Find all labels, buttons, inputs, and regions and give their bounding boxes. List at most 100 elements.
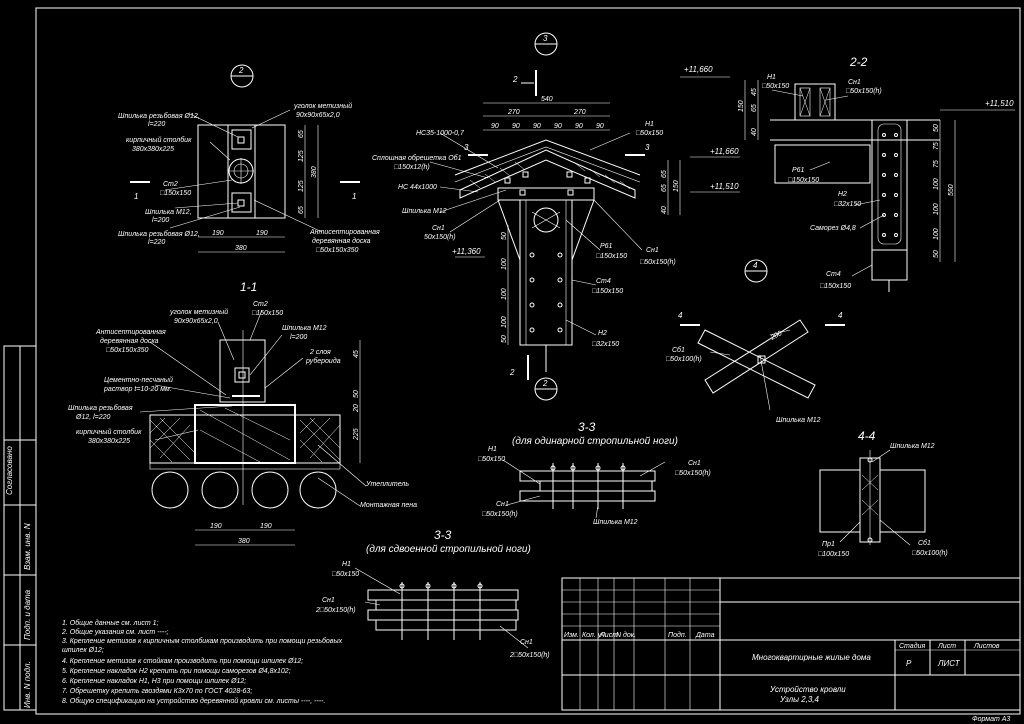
pillar-plan xyxy=(197,124,286,219)
tb-header-sign: Подп. xyxy=(668,631,687,639)
svg-text:l=200: l=200 xyxy=(290,334,307,341)
svg-text:□150x150: □150x150 xyxy=(788,177,819,184)
svg-text:90: 90 xyxy=(554,123,562,130)
tb-header-ndoc: N док. xyxy=(616,631,636,639)
node-3-label-n1: Н1 xyxy=(645,121,654,128)
svg-text:2□50x150(h): 2□50x150(h) xyxy=(315,607,356,614)
post-bolts xyxy=(529,252,563,333)
tb-title-2: Узлы 2,3,4 xyxy=(779,695,820,704)
node-2-label-stud-bot: Шпилька резьбовая Ø12, xyxy=(118,230,200,238)
node-3-ridge: 3 540 270 270 90 90 90 90 90 90 2 xyxy=(372,32,740,401)
section-2-2-level-660: +11,660 xyxy=(684,65,713,74)
tb-project: Многоквартирные жилые дома xyxy=(752,653,871,662)
node-2-cut-right: 1 xyxy=(352,192,356,201)
svg-text:□50x150(h): □50x150(h) xyxy=(640,259,676,266)
svg-text:3: 3 xyxy=(543,34,548,43)
svg-text:раствор t=10-20 мм.: раствор t=10-20 мм. xyxy=(103,386,172,393)
svg-text:□50x100(h): □50x100(h) xyxy=(912,550,948,557)
section-4-4-label-stud: Шпилька М12 xyxy=(890,443,935,450)
section-3-3a-label-stud: Шпилька М12 xyxy=(593,519,638,526)
tb-header-list: Лист xyxy=(599,632,618,639)
svg-text:□32x150: □32x150 xyxy=(592,341,619,348)
node-4-brace-b xyxy=(704,319,809,394)
note-8: 8. Общую спецификацию на устройство дере… xyxy=(62,697,325,705)
svg-text:50: 50 xyxy=(933,124,940,132)
svg-text:75: 75 xyxy=(933,160,940,168)
section-3-3a-subtitle: (для одинарной стропильной ноги) xyxy=(512,436,678,447)
svg-text:□100x150: □100x150 xyxy=(818,551,849,558)
section-2-2: 2-2 +11,660 +11,510 150 45 65 xyxy=(680,55,1015,292)
node-2-label-board: Антисептированная xyxy=(309,229,380,236)
svg-text:3: 3 xyxy=(645,143,650,152)
section-3-3b-subtitle: (для сдвоенной стропильной ноги) xyxy=(366,544,531,555)
svg-text:90: 90 xyxy=(491,123,499,130)
note-1: 1. Общие данные см. лист 1; xyxy=(62,619,159,627)
svg-text:125: 125 xyxy=(298,150,305,162)
node-2-label-angle: уголок метизный xyxy=(293,102,352,110)
svg-text:50: 50 xyxy=(933,250,940,258)
post-st4 xyxy=(519,199,573,346)
section-2-2-title: 2-2 xyxy=(849,55,868,69)
svg-text:рубероида: рубероида xyxy=(305,357,341,365)
tb-header-izm: Изм. xyxy=(564,632,579,639)
section-1-1-label-st2: Ст2 xyxy=(253,301,268,308)
title-block: Изм. Кол. уч. Лист N док. Подп. Дата Мно… xyxy=(561,577,1021,711)
section-1-1-title: 1-1 xyxy=(240,280,257,294)
svg-text:45: 45 xyxy=(353,350,360,358)
section-3-3b-label-n1: Н1 xyxy=(342,561,351,568)
svg-text:65: 65 xyxy=(298,130,305,138)
svg-text:2: 2 xyxy=(542,379,548,388)
svg-text:40: 40 xyxy=(661,206,668,214)
node-4-label-sb1: Сб1 xyxy=(672,346,685,354)
section-3-3b-title: 3-3 xyxy=(434,528,452,542)
section-2-2-top-block xyxy=(794,83,836,121)
svg-text:100: 100 xyxy=(933,203,940,215)
svg-text:50x150(h): 50x150(h) xyxy=(424,234,456,241)
section-1-1-label-stud-thread: Шпилька резьбовая xyxy=(68,404,133,412)
node-3-label-stud: Шпилька М12 xyxy=(402,208,447,215)
svg-text:65: 65 xyxy=(751,104,758,112)
svg-text:150: 150 xyxy=(738,100,745,112)
section-1-1-label-foam: Монтажная пена xyxy=(360,502,417,509)
tb-sheets-label: Листов xyxy=(973,643,1000,650)
section-2-2-label-screw: Саморез Ø4,8 xyxy=(810,225,856,232)
svg-text:□50x100(h): □50x100(h) xyxy=(666,356,702,363)
svg-text:90: 90 xyxy=(533,123,541,130)
node-3-level-510: +11,510 xyxy=(710,182,739,191)
svg-text:100: 100 xyxy=(933,178,940,190)
svg-text:40: 40 xyxy=(751,128,758,136)
svg-text:100: 100 xyxy=(501,288,508,300)
svg-text:50: 50 xyxy=(501,335,508,343)
node-3-label-sheath: Сплошная обрешетка Об1 xyxy=(372,154,462,162)
svg-text:□150x12(h): □150x12(h) xyxy=(394,164,430,171)
node-2-label-pillar: кирпичный столбик xyxy=(126,136,192,144)
svg-text:125: 125 xyxy=(298,180,305,192)
svg-text:□150x150: □150x150 xyxy=(596,253,627,260)
svg-text:3: 3 xyxy=(464,143,469,152)
svg-text:деревянная доска: деревянная доска xyxy=(312,237,371,245)
section-3-3a-label-sn1b: Сн1 xyxy=(496,501,509,508)
node-2-label-stud-m12: Шпилька М12, xyxy=(145,209,192,216)
section-2-2-screws xyxy=(882,133,898,237)
svg-text:90: 90 xyxy=(575,123,583,130)
svg-text:□32x150: □32x150 xyxy=(834,201,861,208)
svg-text:100: 100 xyxy=(501,316,508,328)
svg-text:□50x150: □50x150 xyxy=(636,130,663,137)
svg-text:□150x150: □150x150 xyxy=(252,310,283,317)
node-2-dim-190b: 190 xyxy=(256,230,268,237)
tb-title-1: Устройство кровли xyxy=(769,685,846,694)
svg-text:4: 4 xyxy=(753,261,758,270)
svg-text:□150x150: □150x150 xyxy=(820,283,851,290)
section-4-4-label-sb1: Сб1 xyxy=(918,539,931,547)
node-2-label-stud-top: Шпилька резьбовая Ø12, xyxy=(118,112,200,120)
section-3-3-double: 3-3 (для сдвоенной стропильной ноги) Н1 … xyxy=(315,528,550,659)
tb-header-kol: Кол. уч. xyxy=(582,632,607,639)
ridge-beam xyxy=(497,187,595,201)
svg-text:□50x150x350: □50x150x350 xyxy=(106,347,148,354)
note-5: 5. Крепление накладок Н2 крепить при пом… xyxy=(62,667,291,675)
tb-sheet: ЛИСТ xyxy=(937,659,961,668)
section-1-1-label-pillar: кирпичный столбик xyxy=(76,428,142,436)
node-3-label-st4: Ст4 xyxy=(596,278,611,285)
section-4-4: 4-4 Шпилька М12 Пр1 □100x150 Сб1 □50x100… xyxy=(818,429,948,558)
